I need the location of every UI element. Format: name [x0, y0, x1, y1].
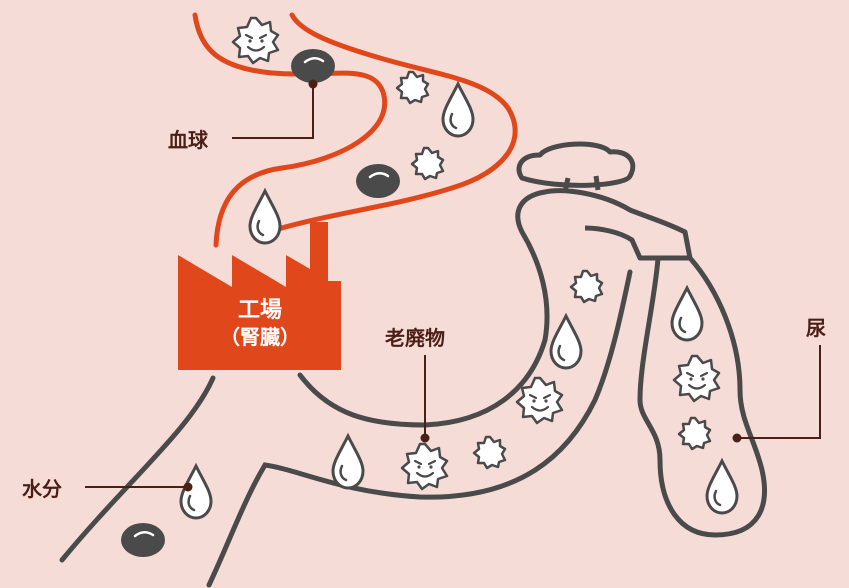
- waste-label: 老廃物: [385, 326, 445, 350]
- water-label: 水分: [22, 477, 62, 501]
- waste-particle-icon: [395, 70, 430, 105]
- waste-particle-icon: [569, 269, 604, 304]
- waste-particle-icon: [677, 416, 712, 451]
- water-drop-icon: [441, 82, 475, 138]
- factory-label-line2: （腎臓）: [220, 325, 300, 349]
- water-leader: [85, 482, 193, 492]
- left-tube-outer: [59, 375, 216, 563]
- angry-waste-icon: [672, 354, 721, 403]
- waste-particle-icon: [472, 435, 507, 470]
- blood-cell-icon: [289, 47, 337, 85]
- faucet-icon: [516, 141, 693, 261]
- blood-cells-label: 血球: [168, 128, 208, 152]
- inner-tube: [297, 189, 550, 428]
- water-drop-icon: [705, 459, 739, 515]
- factory-label-line1: 工場: [237, 298, 282, 323]
- blood-cells-leader: [232, 79, 318, 139]
- angry-waste-icon: [231, 16, 280, 65]
- left-tube-inner: [206, 269, 633, 588]
- blood-vessel-outer: [192, 12, 388, 248]
- blood-vessel-inner: [262, 12, 518, 236]
- waste-particle-icon: [410, 146, 445, 181]
- blood-cell-icon: [119, 521, 167, 559]
- factory-label: 工場 （腎臓）: [185, 298, 335, 350]
- water-drop-icon: [549, 314, 583, 370]
- urine-bottle: [637, 256, 767, 538]
- water-drop-icon: [331, 434, 365, 490]
- angry-waste-icon: [400, 442, 449, 491]
- urine-label: 尿: [806, 316, 826, 340]
- waste-leader: [420, 355, 430, 443]
- water-drop-icon: [670, 286, 704, 342]
- water-drop-icon: [179, 464, 213, 520]
- blood-cell-icon: [354, 162, 402, 200]
- factory-icon: [178, 222, 341, 370]
- urine-leader: [732, 345, 821, 443]
- water-drop-icon: [248, 189, 282, 245]
